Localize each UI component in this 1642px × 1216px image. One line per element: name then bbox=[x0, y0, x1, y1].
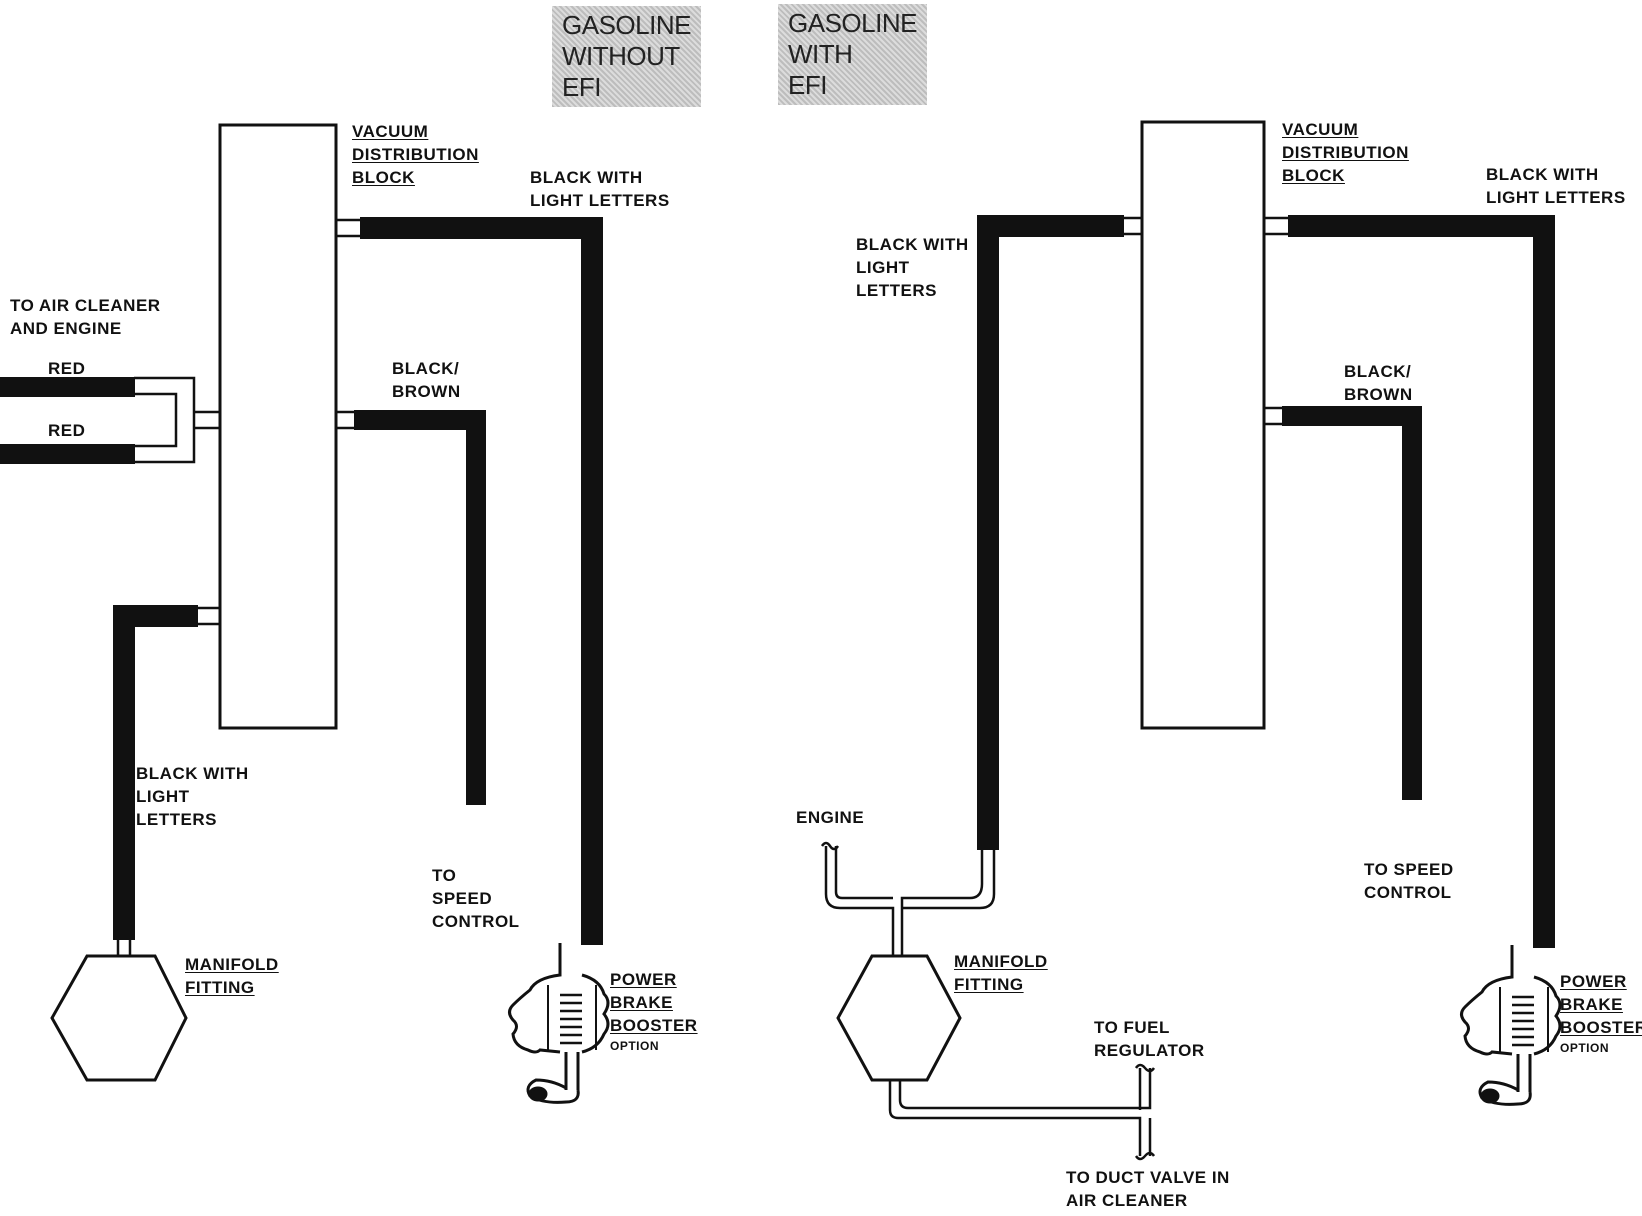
left-label-red-2: RED bbox=[48, 421, 86, 440]
left-label-black-with-light-letters-bottom: BLACK WITH LIGHT LETTERS bbox=[136, 764, 249, 829]
left-top-port bbox=[336, 218, 360, 238]
left-label-black-brown: BLACK/ BROWN bbox=[392, 359, 461, 401]
left-label-option: OPTION bbox=[610, 1039, 660, 1053]
right-label-black-brown: BLACK/ BROWN bbox=[1344, 362, 1413, 404]
right-hose-black-light-left bbox=[977, 215, 1124, 850]
right-engine-hose-end bbox=[820, 841, 840, 851]
left-hose-black-brown bbox=[354, 410, 486, 805]
right-label-vacuum-distribution-block: VACUUM DISTRIBUTION BLOCK bbox=[1282, 120, 1409, 185]
right-power-brake-booster bbox=[1460, 945, 1562, 1106]
right-manifold-fitting-hexagon bbox=[836, 954, 962, 1082]
left-label-to-speed-control: TO SPEED CONTROL bbox=[432, 866, 520, 931]
right-label-to-fuel-regulator: TO FUEL REGULATOR bbox=[1094, 1018, 1205, 1060]
left-label-black-with-light-letters-top: BLACK WITH LIGHT LETTERS bbox=[530, 168, 670, 210]
left-manifold-fitting-hexagon bbox=[50, 954, 188, 1082]
right-hose-black-brown bbox=[1282, 406, 1422, 800]
left-diagram bbox=[0, 123, 610, 1104]
left-hose-black-light-bottom bbox=[113, 605, 198, 940]
left-low-port bbox=[196, 606, 220, 626]
left-label-manifold-fitting: MANIFOLD FITTING bbox=[185, 955, 279, 997]
left-power-brake-booster bbox=[508, 943, 610, 1104]
right-engine-tee-inner bbox=[834, 846, 893, 900]
right-engine-tee-outer bbox=[824, 846, 996, 956]
left-label-red-1: RED bbox=[48, 359, 86, 378]
left-vacuum-distribution-block bbox=[218, 123, 338, 730]
right-duct-valve-end bbox=[1134, 1151, 1156, 1161]
right-top-port-right bbox=[1264, 216, 1290, 236]
badge-gasoline-with-efi: GASOLINE WITH EFI bbox=[778, 4, 927, 105]
right-diagram bbox=[820, 120, 1562, 1161]
left-manifold-neck bbox=[116, 940, 132, 956]
right-label-power-brake-booster: POWER BRAKE BOOSTER bbox=[1560, 972, 1642, 1037]
left-label-to-air-cleaner: TO AIR CLEANER AND ENGINE bbox=[10, 296, 161, 338]
right-label-black-with-light-letters-left: BLACK WITH LIGHT LETTERS bbox=[856, 235, 969, 300]
right-label-engine: ENGINE bbox=[796, 808, 865, 827]
left-label-vacuum-distribution-block: VACUUM DISTRIBUTION BLOCK bbox=[352, 122, 479, 187]
left-red-connector bbox=[134, 376, 220, 464]
badge-gasoline-without-efi: GASOLINE WITHOUT EFI bbox=[552, 6, 701, 107]
right-fuel-regulator-end bbox=[1134, 1063, 1156, 1073]
left-red-connector-inner bbox=[134, 392, 178, 448]
left-hose-black-light-top bbox=[360, 217, 603, 945]
right-label-option: OPTION bbox=[1560, 1041, 1610, 1055]
right-label-manifold-fitting: MANIFOLD FITTING bbox=[954, 952, 1048, 994]
right-label-to-speed-control: TO SPEED CONTROL bbox=[1364, 860, 1454, 902]
right-label-black-with-light-letters-top: BLACK WITH LIGHT LETTERS bbox=[1486, 165, 1626, 207]
right-vacuum-distribution-block bbox=[1140, 120, 1266, 730]
right-fuel-regulator-tube bbox=[888, 1068, 1152, 1156]
right-hose-black-light-top bbox=[1288, 215, 1555, 948]
left-label-power-brake-booster: POWER BRAKE BOOSTER bbox=[610, 970, 698, 1035]
right-label-to-duct-valve: TO DUCT VALVE IN AIR CLEANER bbox=[1066, 1168, 1230, 1210]
